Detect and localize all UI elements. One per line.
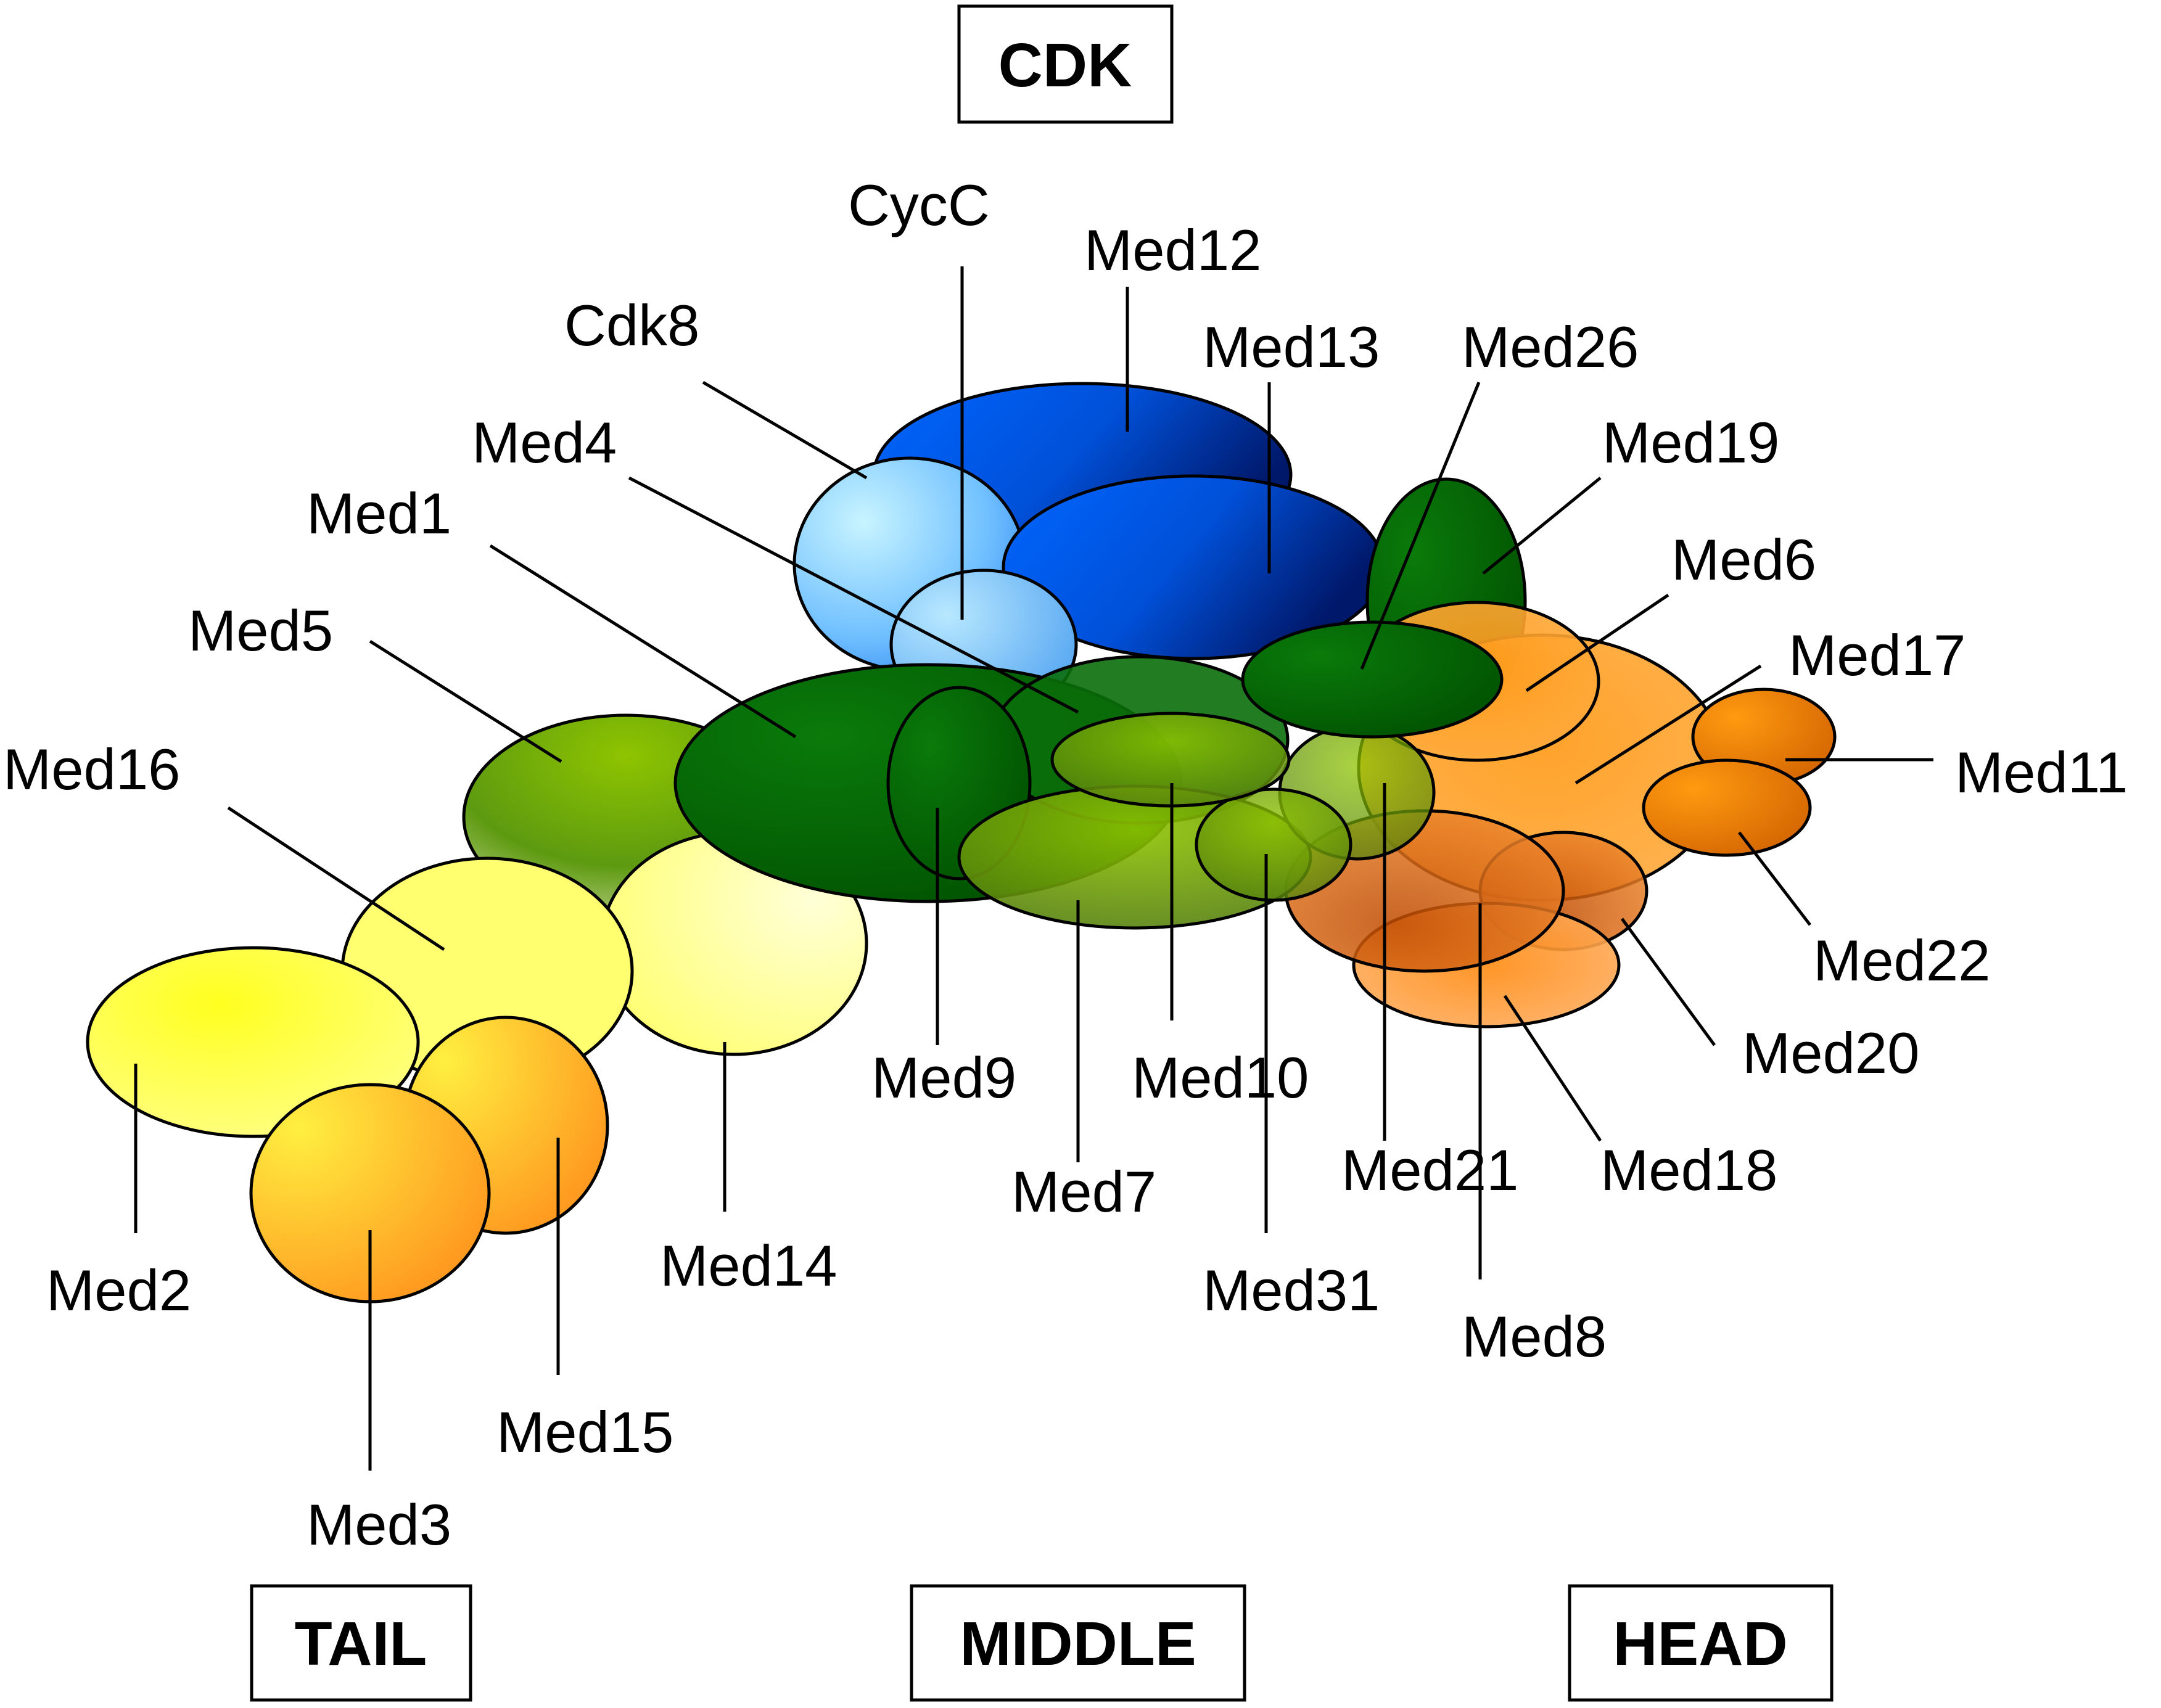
med19-label: Med19 [1602, 410, 1779, 475]
med11-label: Med11 [1955, 740, 2128, 805]
med17-leader [1574, 664, 1762, 785]
cdk8-label: Cdk8 [564, 293, 699, 358]
med16-label: Med16 [3, 737, 180, 802]
cdk-region-box: CDK [957, 4, 1174, 124]
med1-label: Med1 [307, 481, 451, 546]
med2-label: Med2 [46, 1258, 191, 1323]
med1-leader [489, 544, 797, 739]
med26-leader [1360, 382, 1481, 670]
med9-label: Med9 [871, 1045, 1016, 1110]
med20-leader [1620, 918, 1716, 1046]
med13-label: Med13 [1203, 314, 1380, 379]
med6-label: Med6 [1671, 527, 1816, 592]
med21-label: Med21 [1341, 1138, 1518, 1202]
med10-label: Med10 [1132, 1045, 1309, 1110]
subunit-labels: CycC Cdk8 Med12 Med13 Med26 Med19 Med6 M… [3, 173, 2128, 1557]
tail-region-label: TAIL [295, 1609, 427, 1678]
region-boxes: CDK TAIL MIDDLE HEAD [250, 4, 1834, 1702]
med8-label: Med8 [1462, 1304, 1607, 1369]
med18-label: Med18 [1600, 1138, 1777, 1202]
med20-label: Med20 [1742, 1020, 1919, 1085]
med14-label: Med14 [660, 1233, 837, 1298]
middle-module [673, 620, 1504, 930]
med5-leader [369, 639, 562, 763]
tail-module [86, 713, 868, 1304]
head-region-box: HEAD [1568, 1584, 1834, 1702]
head-region-label: HEAD [1613, 1609, 1787, 1678]
middle-region-label: MIDDLE [960, 1609, 1196, 1678]
med26-shape [1241, 620, 1504, 739]
leader-lines [134, 266, 1933, 1471]
med22-shape [1642, 758, 1812, 857]
cdk-region-label: CDK [998, 31, 1132, 100]
med31-shape [1195, 787, 1352, 902]
med6-leader [1525, 593, 1669, 692]
med18-leader [1503, 995, 1602, 1142]
med4-label: Med4 [472, 410, 617, 475]
cdk8-leader [702, 380, 868, 480]
med5-label: Med5 [188, 598, 333, 663]
med3-label: Med3 [307, 1492, 451, 1557]
cycc-label: CycC [848, 173, 990, 237]
med19-leader [1482, 477, 1602, 575]
med4-leader [628, 476, 1079, 714]
tail-region-box: TAIL [250, 1584, 472, 1702]
med7-label: Med7 [1011, 1159, 1156, 1224]
med31-label: Med31 [1203, 1258, 1380, 1323]
med22-label: Med22 [1813, 928, 1990, 993]
med22-leader [1738, 831, 1811, 926]
middle-region-box: MIDDLE [910, 1584, 1246, 1702]
med16-leader [227, 806, 445, 951]
med17-label: Med17 [1788, 623, 1965, 688]
med26-label: Med26 [1462, 314, 1639, 379]
med12-label: Med12 [1084, 218, 1261, 282]
med15-label: Med15 [496, 1400, 673, 1464]
